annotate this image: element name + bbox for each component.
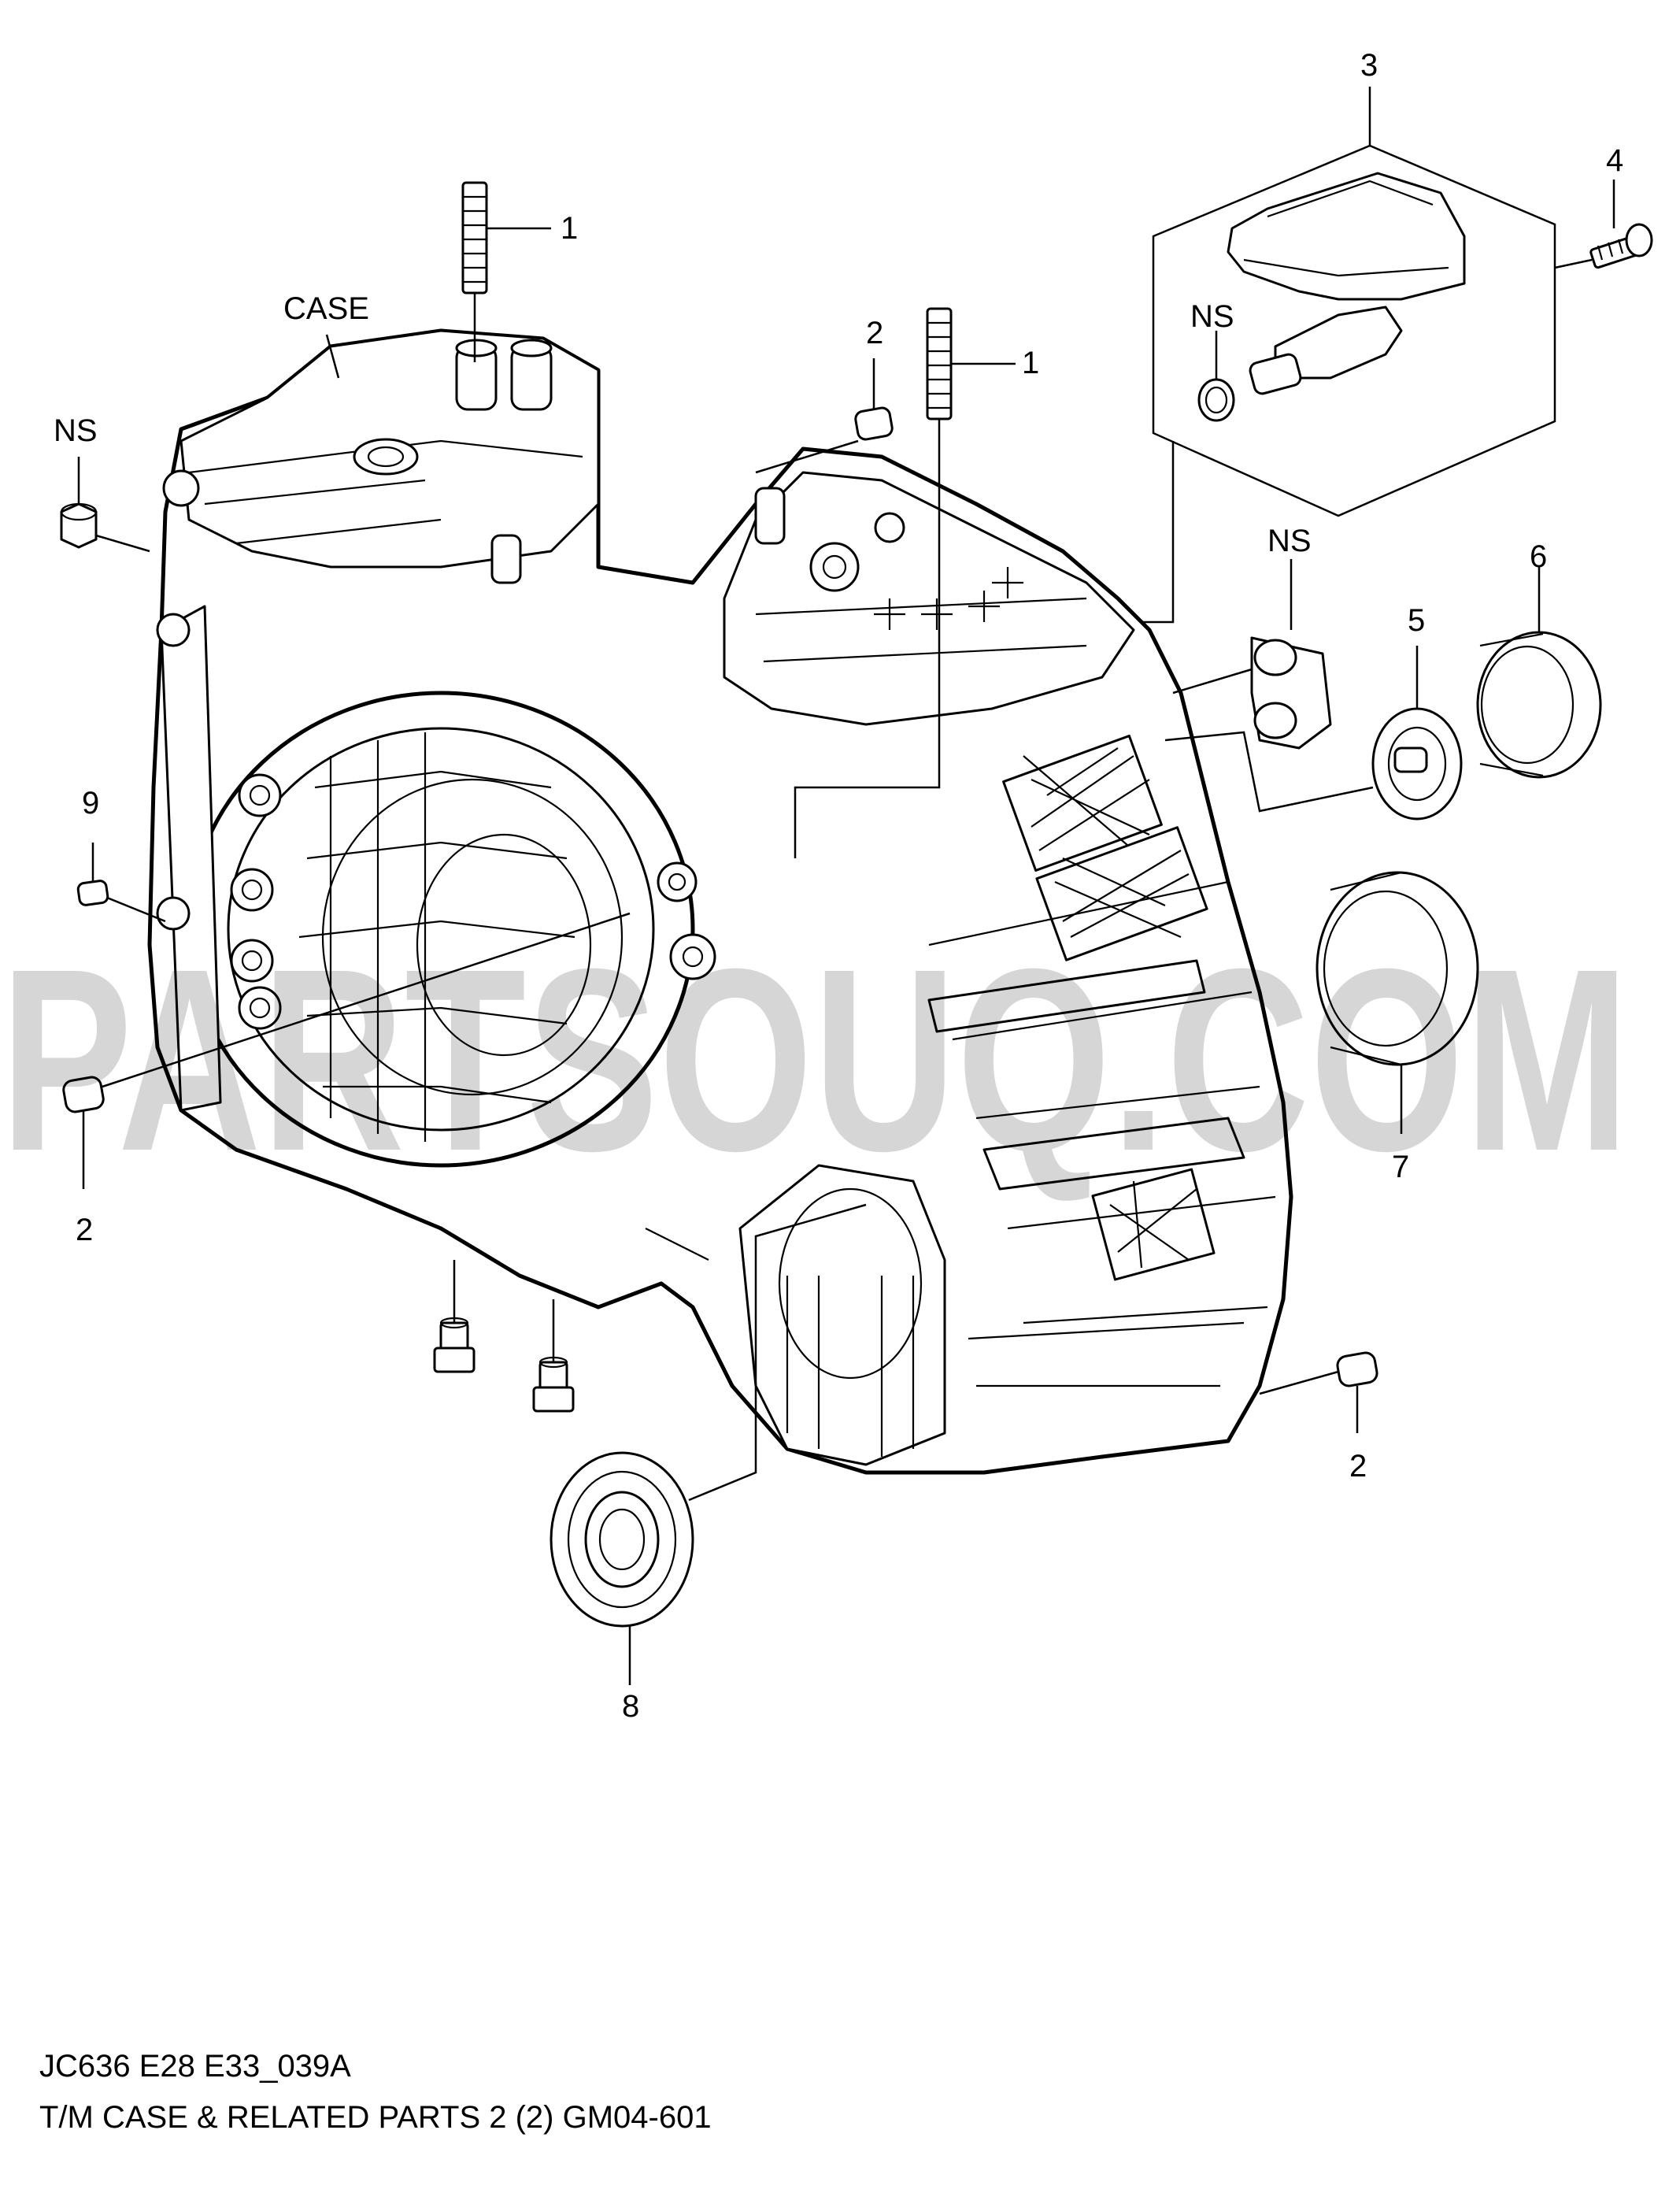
fitting-ns-right [1250, 636, 1332, 750]
label-ns-strainer: NS [1190, 299, 1234, 334]
seal-6 [1476, 631, 1602, 779]
seal-5 [1371, 707, 1463, 821]
label-ns-right: NS [1267, 524, 1312, 558]
watermark: PARTSOUQ.COM [0, 914, 1630, 1205]
dowel-pin-2c [1336, 1351, 1378, 1387]
drain-plug-a [433, 1317, 476, 1373]
callout-4: 4 [1606, 143, 1623, 178]
nut-ns-left [60, 502, 98, 549]
callout-9: 9 [82, 786, 99, 821]
drain-plug-b [532, 1356, 575, 1413]
bell-bolt-bosses [230, 773, 716, 1030]
callout-2-lower-left: 2 [76, 1213, 93, 1247]
diagram-code: JC636 E28 E33_039A [39, 2049, 351, 2084]
label-case: CASE [283, 291, 369, 326]
diagram-title: T/M CASE & RELATED PARTS 2 (2) GM04-601 [39, 2100, 712, 2135]
dowel-pin-2b [62, 1076, 105, 1113]
callout-2-lower-right: 2 [1349, 1449, 1367, 1484]
stud-bolt-1b [926, 307, 953, 420]
pin-9 [76, 880, 109, 906]
callout-5: 5 [1408, 603, 1425, 638]
seal-8 [550, 1451, 694, 1628]
stud-bolt-1a [461, 181, 488, 294]
callout-2-top: 2 [866, 316, 883, 350]
leader-lines [77, 87, 1615, 1685]
transmission-case-illustration [147, 328, 1293, 1475]
valve-body-crosses [874, 567, 1023, 630]
callout-3: 3 [1360, 48, 1378, 83]
bolt-4 [1589, 223, 1653, 269]
callout-6: 6 [1530, 539, 1547, 574]
dowel-pin-2a [854, 406, 894, 441]
mesh-pads [1002, 735, 1216, 1281]
callout-7: 7 [1392, 1150, 1409, 1184]
seal-7 [1316, 871, 1479, 1066]
callout-8: 8 [622, 1689, 639, 1724]
callout-1-right: 1 [1022, 346, 1039, 380]
callout-1-upper: 1 [561, 211, 578, 246]
label-ns-left: NS [54, 413, 98, 448]
